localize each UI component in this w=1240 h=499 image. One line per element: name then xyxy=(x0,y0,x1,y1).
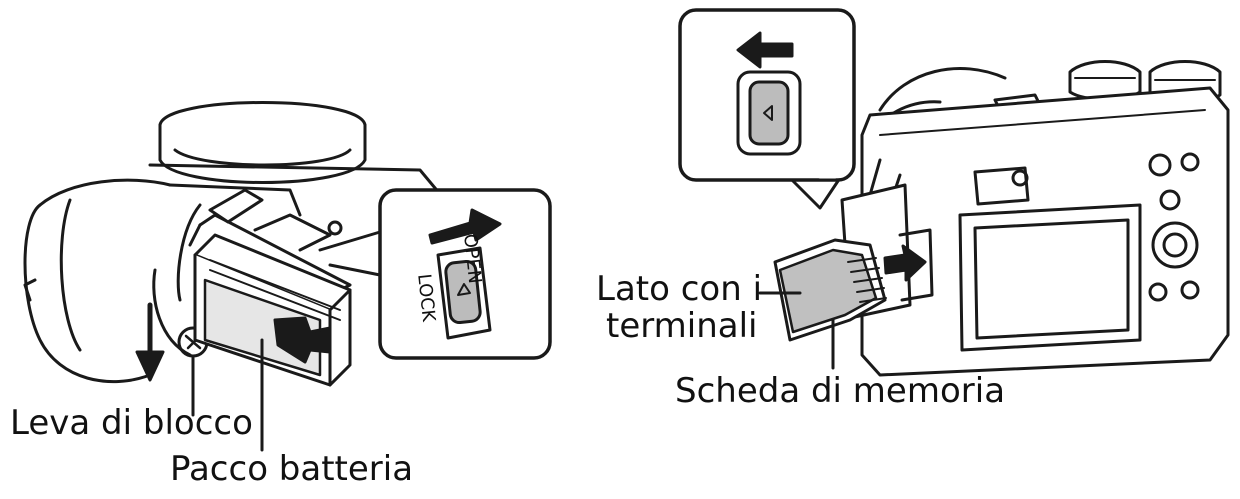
label-battery-pack: Pacco batteria xyxy=(170,449,414,489)
label-lock-lever: Leva di blocco xyxy=(10,403,253,443)
camera-back-drawing xyxy=(840,60,1230,377)
inset-slot-cover xyxy=(678,8,856,210)
memory-card-drawing xyxy=(773,238,887,342)
camera-bottom-drawing xyxy=(23,101,447,383)
battery-pack-drawing xyxy=(193,233,352,387)
label-terminal-side-line2: terminali xyxy=(606,306,758,346)
inset-lock-switch xyxy=(318,188,552,360)
label-memory-card: Scheda di memoria xyxy=(675,371,1006,411)
arrow-left-icon xyxy=(273,316,332,364)
arrow-left-icon xyxy=(736,31,794,69)
arrow-right-icon xyxy=(883,244,927,282)
arrow-right-icon xyxy=(428,208,502,245)
inset-label-open: OPEN xyxy=(459,232,486,285)
label-terminal-side-line1: Lato con i xyxy=(596,269,763,309)
inset-label-lock: LOCK xyxy=(413,272,440,323)
